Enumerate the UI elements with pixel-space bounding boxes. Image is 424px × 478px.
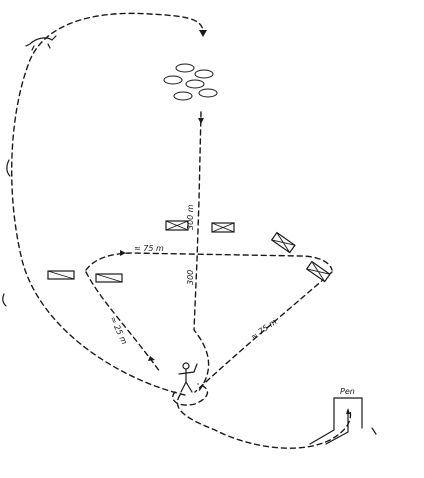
pen-side-mark bbox=[371, 427, 377, 435]
label-dist-vertical-upper: 300 m bbox=[186, 204, 195, 230]
handler-figure bbox=[178, 362, 198, 393]
drive-top-leg bbox=[85, 252, 333, 271]
edge-mark-1 bbox=[6, 159, 11, 177]
fetch-path bbox=[193, 111, 210, 393]
outrun-path bbox=[11, 12, 204, 396]
handler-loop bbox=[172, 383, 209, 406]
obstacle-right-top bbox=[270, 231, 296, 254]
label-dist-lower-right: ≈ 75 m bbox=[249, 317, 279, 342]
pen-arrow bbox=[346, 408, 350, 414]
obstacle-upper-left bbox=[165, 220, 189, 231]
obstacle-left-outer bbox=[47, 270, 75, 280]
drive-arrow-2 bbox=[148, 356, 155, 361]
pen-route bbox=[176, 394, 352, 449]
obstacle-right-bottom bbox=[305, 260, 331, 283]
fetch-arrow bbox=[198, 118, 204, 124]
drive-left-leg bbox=[85, 271, 161, 373]
pen-enclosure bbox=[309, 397, 363, 445]
label-dist-lower-left: ≈ 25 m bbox=[108, 315, 129, 346]
drive-arrow-1 bbox=[120, 250, 126, 256]
sheep-group bbox=[163, 63, 218, 101]
obstacle-upper-right bbox=[211, 222, 235, 233]
dog-sketch bbox=[25, 35, 57, 51]
edge-mark-2 bbox=[2, 293, 7, 307]
label-dist-vertical-lower: 300 bbox=[186, 270, 195, 285]
label-dist-top-right: ≈ 75 m bbox=[134, 244, 164, 253]
pen-label: Pen bbox=[340, 387, 355, 396]
drive-right-leg bbox=[194, 271, 333, 393]
outrun-arrow bbox=[199, 30, 207, 37]
obstacle-left-inner bbox=[95, 273, 123, 283]
